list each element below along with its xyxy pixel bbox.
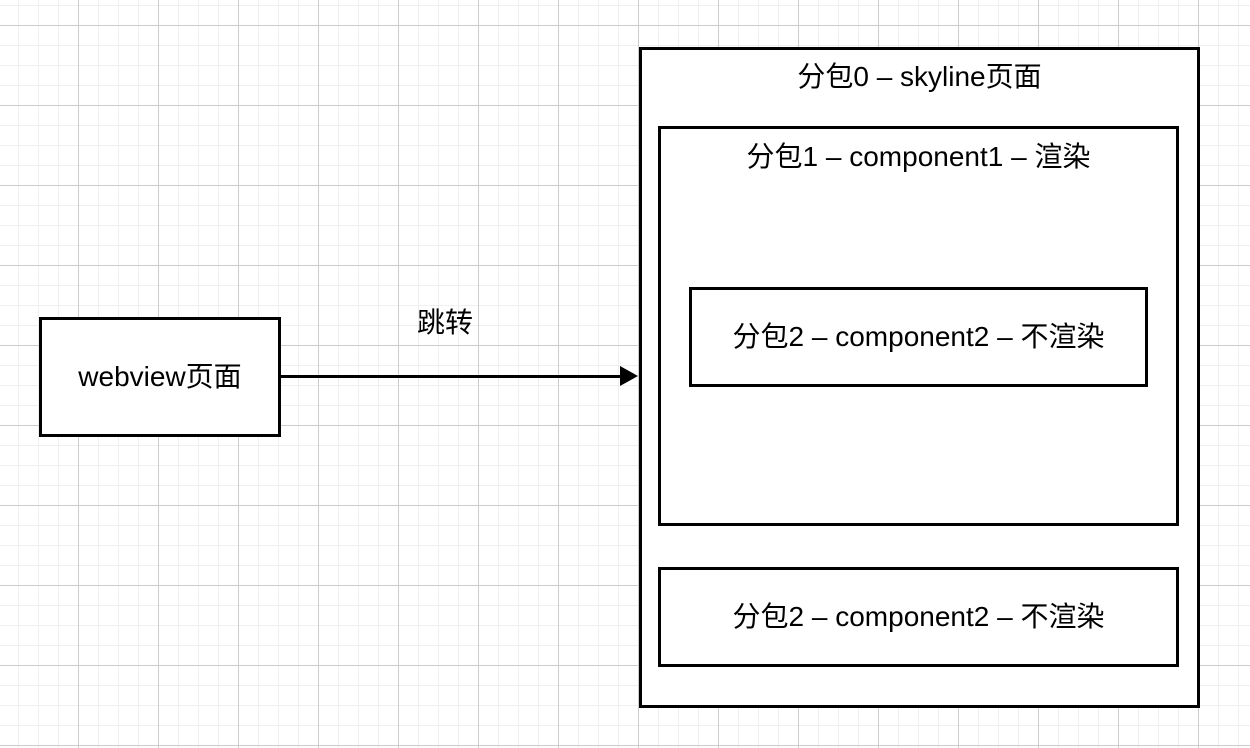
webview-node: webview页面 (39, 317, 281, 437)
package2-nested-node: 分包2 – component2 – 不渲染 (689, 287, 1148, 387)
jump-arrow-label: 跳转 (417, 307, 474, 338)
package0-node: 分包0 – skyline页面 分包1 – component1 – 渲染 分包… (639, 47, 1200, 708)
package2-bottom-node: 分包2 – component2 – 不渲染 (658, 567, 1179, 667)
package2-bottom-node-label: 分包2 – component2 – 不渲染 (732, 601, 1105, 633)
package1-node-title: 分包1 – component1 – 渲染 (746, 141, 1091, 172)
webview-node-label: webview页面 (78, 361, 242, 393)
arrow-right-icon (620, 366, 638, 386)
jump-arrow-line (281, 375, 622, 378)
package1-node: 分包1 – component1 – 渲染 分包2 – component2 –… (658, 126, 1179, 526)
package0-node-title: 分包0 – skyline页面 (797, 61, 1042, 92)
package2-nested-node-label: 分包2 – component2 – 不渲染 (732, 321, 1105, 353)
